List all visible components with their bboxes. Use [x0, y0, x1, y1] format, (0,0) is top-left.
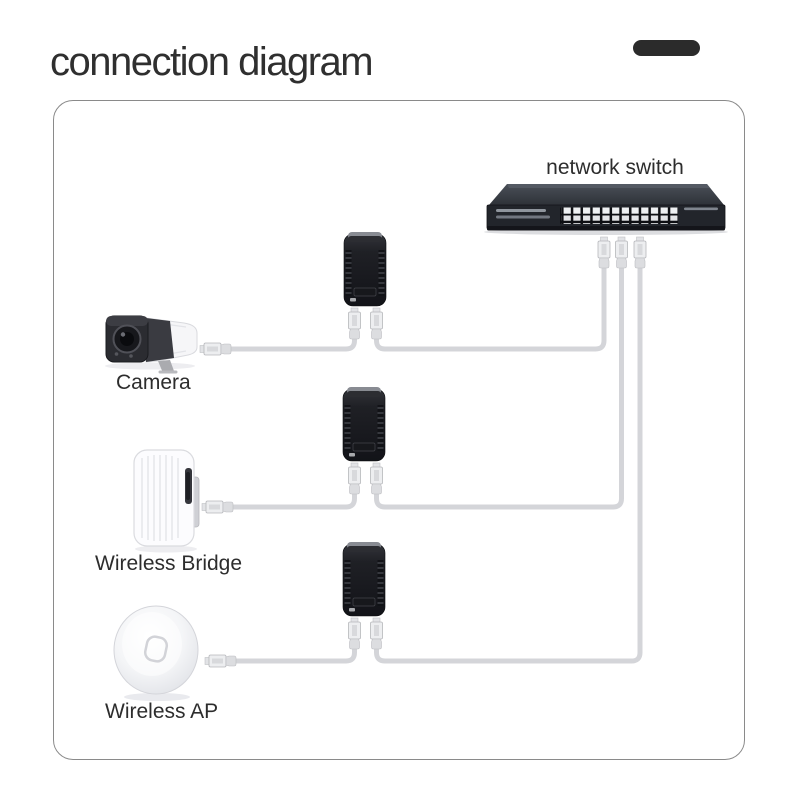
camera-label: Camera: [116, 371, 191, 394]
network-switch-label: network switch: [546, 156, 684, 179]
accent-pill: [633, 40, 700, 56]
diagram-frame: [53, 100, 745, 760]
wireless-ap-label: Wireless AP: [105, 700, 219, 723]
wireless-bridge-label: Wireless Bridge: [95, 552, 243, 575]
page-title: connection diagram: [50, 39, 374, 84]
